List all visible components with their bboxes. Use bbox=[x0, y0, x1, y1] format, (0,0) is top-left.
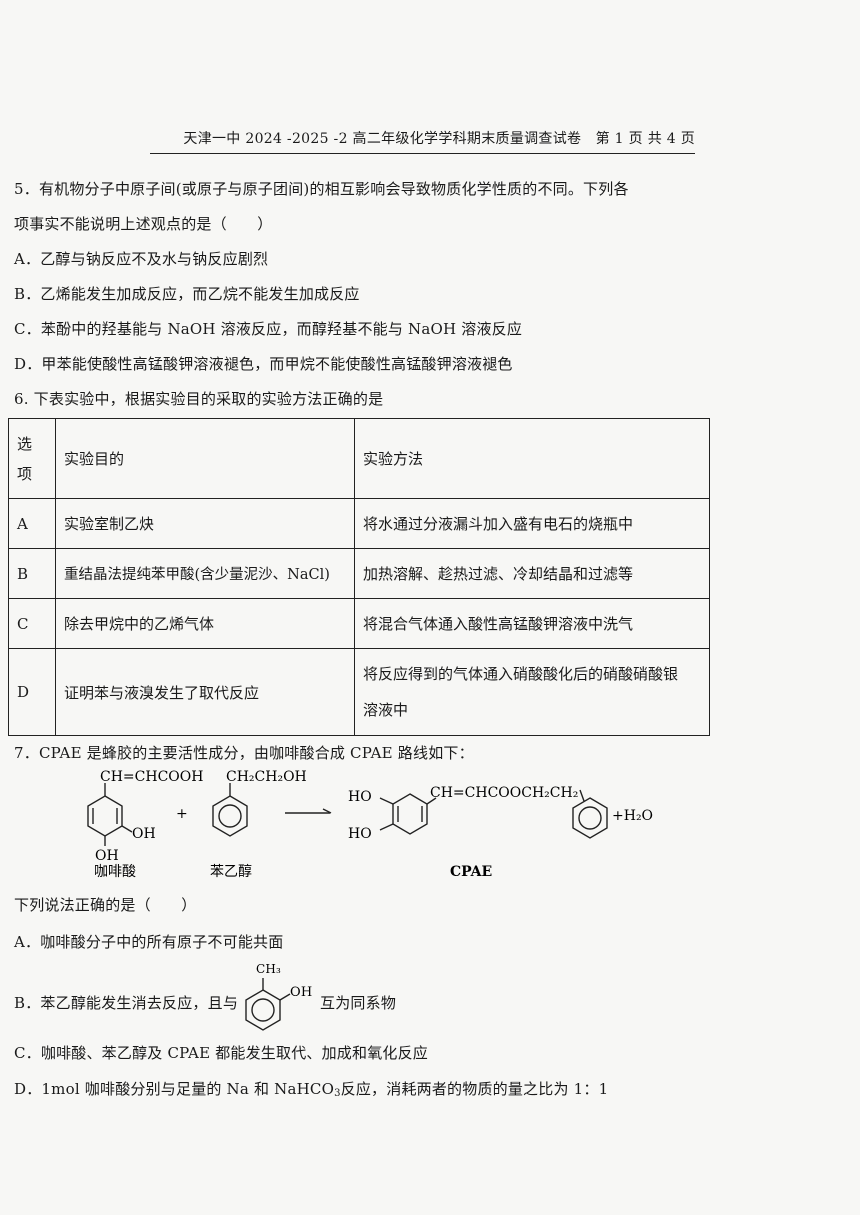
q5-option-c: C．苯酚中的羟基能与 NaOH 溶液反应，而醇羟基不能与 NaOH 溶液反应 bbox=[14, 320, 523, 338]
q7-stem: 7．CPAE 是蜂胶的主要活性成分，由咖啡酸合成 CPAE 路线如下： bbox=[14, 744, 474, 762]
q7-option-a: A．咖啡酸分子中的所有原子不可能共面 bbox=[14, 933, 284, 951]
phenylethanol-side-chain: CH₂CH₂OH bbox=[226, 769, 307, 785]
caffeic-acid-name: 咖啡酸 bbox=[94, 864, 136, 880]
cpae-chain: CH=CHCOOCH₂CH₂ bbox=[430, 785, 578, 801]
q7-option-d-tail: 反应，消耗两者的物质的量之比为 1：1 bbox=[340, 1080, 609, 1098]
cresol-structure: CH₃ OH bbox=[238, 962, 320, 1031]
phenylethanol-name: 苯乙醇 bbox=[210, 863, 252, 880]
cresol-svg: CH₃ OH bbox=[245, 962, 312, 1031]
benzene-ring-phenylethanol bbox=[212, 795, 248, 837]
plus-sign: + bbox=[176, 806, 188, 822]
q5-option-a: A．乙醇与钠反应不及水与钠反应剧烈 bbox=[14, 250, 269, 268]
row-method: 加热溶解、趁热过滤、冷却结晶和过滤等 bbox=[354, 548, 710, 599]
row-method-line1: 将反应得到的气体通入硝酸酸化后的硝酸硝酸银 bbox=[363, 665, 679, 683]
cpae-name: CPAE bbox=[450, 864, 492, 880]
q5-option-d: D．甲苯能使酸性高锰酸钾溶液褪色，而甲烷不能使酸性高锰酸钾溶液褪色 bbox=[14, 355, 513, 373]
q7-option-b: B．苯乙醇能发生消去反应，且与 CH₃ OH 互为同系物 bbox=[14, 962, 397, 1031]
q6-stem: 6. 下表实验中，根据实验目的采取的实验方法正确的是 bbox=[14, 390, 384, 408]
cresol-oh: OH bbox=[290, 985, 312, 1000]
table-row: A 实验室制乙炔 将水通过分液漏斗加入盛有电石的烧瓶中 bbox=[8, 498, 710, 549]
q5-stem-line1: 5．有机物分子中原子间(或原子与原子团间)的相互影响会导致物质化学性质的不同。下… bbox=[14, 180, 629, 198]
row-option: A bbox=[8, 498, 56, 549]
header-option-line2: 项 bbox=[17, 464, 33, 483]
benzene-ring-cpae-right bbox=[572, 797, 608, 839]
row-method: 将水通过分液漏斗加入盛有电石的烧瓶中 bbox=[354, 498, 710, 549]
q7-option-b-text: B．苯乙醇能发生消去反应，且与 bbox=[14, 994, 239, 1012]
header-purpose: 实验目的 bbox=[55, 418, 355, 499]
row-method: 将混合气体通入酸性高锰酸钾溶液中洗气 bbox=[354, 598, 710, 649]
q7-option-d-text: D．1mol 咖啡酸分别与足量的 Na 和 NaHCO bbox=[14, 1080, 335, 1098]
header-option-line1: 选 bbox=[17, 434, 33, 453]
q7-option-b-tail: 互为同系物 bbox=[320, 994, 397, 1012]
q7-option-d-sub: 3 bbox=[334, 1088, 341, 1099]
row-purpose: 重结晶法提纯苯甲酸(含少量泥沙、NaCl) bbox=[55, 548, 355, 599]
q7-option-d: D．1mol 咖啡酸分别与足量的 Na 和 NaHCO3反应，消耗两者的物质的量… bbox=[14, 1079, 608, 1104]
header-method: 实验方法 bbox=[354, 418, 710, 499]
row-method-line2: 溶液中 bbox=[363, 701, 409, 719]
caffeic-oh-meta: OH bbox=[132, 826, 156, 842]
table-row: D 证明苯与液溴发生了取代反应 将反应得到的气体通入硝酸酸化后的硝酸硝酸银 溶液… bbox=[8, 648, 710, 736]
cresol-ch3: CH₃ bbox=[256, 962, 281, 976]
row-option: B bbox=[8, 548, 56, 599]
experiment-table: 选 项 实验目的 实验方法 A 实验室制乙炔 将水通过分液漏斗加入盛有电石的烧瓶… bbox=[8, 418, 710, 736]
row-option: D bbox=[8, 648, 56, 736]
header-option: 选 项 bbox=[8, 418, 56, 499]
q5-option-b: B．乙烯能发生加成反应，而乙烷不能发生加成反应 bbox=[14, 285, 360, 303]
row-purpose: 证明苯与液溴发生了取代反应 bbox=[55, 648, 355, 736]
table-header-row: 选 项 实验目的 实验方法 bbox=[8, 418, 710, 499]
q7-question: 下列说法正确的是（ ） bbox=[14, 896, 197, 914]
row-purpose: 除去甲烷中的乙烯气体 bbox=[55, 598, 355, 649]
caffeic-side-chain: CH=CHCOOH bbox=[100, 769, 203, 785]
cpae-ho-top: HO bbox=[348, 789, 372, 805]
q7-option-c: C．咖啡酸、苯乙醇及 CPAE 都能发生取代、加成和氧化反应 bbox=[14, 1044, 428, 1062]
caffeic-oh-para: OH bbox=[95, 848, 119, 864]
q5-stem-line2: 项事实不能说明上述观点的是（ ） bbox=[14, 215, 273, 233]
byproduct-water: +H₂O bbox=[612, 808, 653, 824]
cpae-ho-bottom: HO bbox=[348, 826, 372, 842]
reaction-scheme: CH=CHCOOH OH OH 咖啡酸 + CH₂CH₂OH 苯乙醇 HO HO… bbox=[87, 769, 653, 880]
table-row: B 重结晶法提纯苯甲酸(含少量泥沙、NaCl) 加热溶解、趁热过滤、冷却结晶和过… bbox=[8, 548, 710, 599]
row-option: C bbox=[8, 598, 56, 649]
page-header: 天津一中 2024 -2025 -2 高二年级化学学科期末质量调查试卷 第 1 … bbox=[150, 128, 695, 154]
row-method: 将反应得到的气体通入硝酸酸化后的硝酸硝酸银 溶液中 bbox=[354, 648, 710, 736]
table-row: C 除去甲烷中的乙烯气体 将混合气体通入酸性高锰酸钾溶液中洗气 bbox=[8, 598, 710, 649]
row-purpose: 实验室制乙炔 bbox=[55, 498, 355, 549]
